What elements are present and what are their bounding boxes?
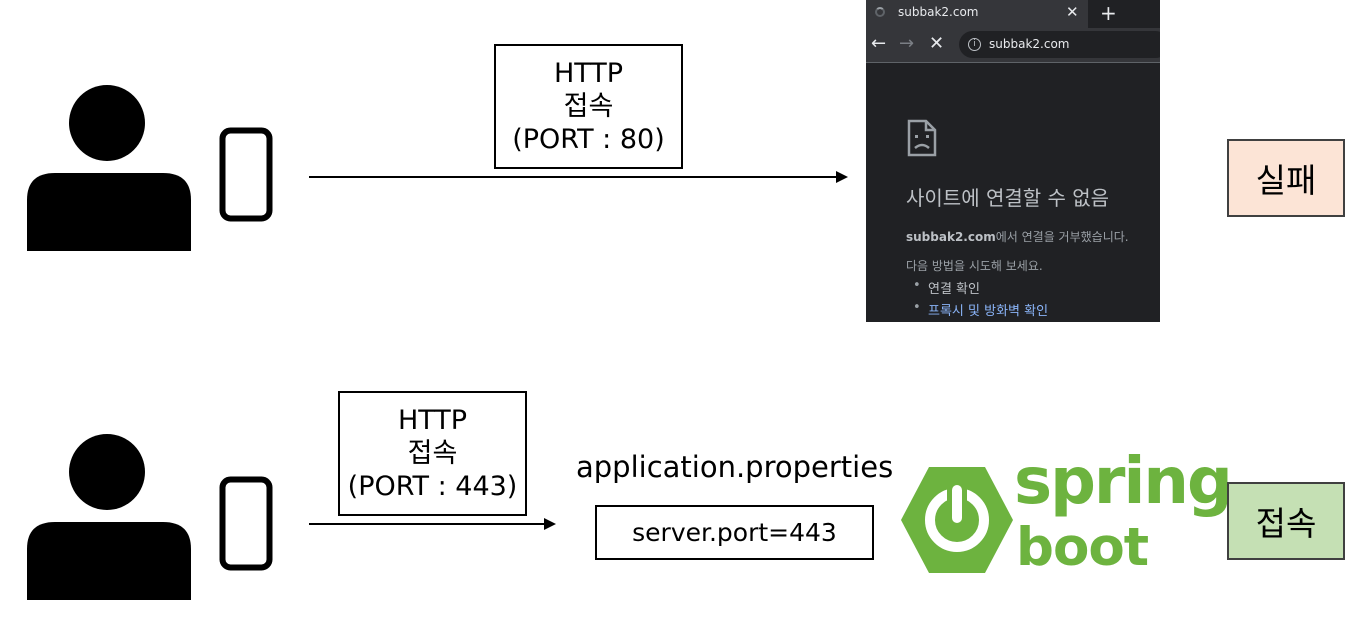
user-icon-bottom — [27, 434, 191, 604]
suggestion-check-proxy-link[interactable]: 프록시 및 방화벽 확인 — [913, 300, 1048, 319]
error-detail: 에서 연결을 거부했습니다. — [995, 230, 1129, 244]
tab-title: subbak2.com — [898, 5, 979, 19]
config-value-box: server.port=443 — [595, 505, 874, 560]
error-title: 사이트에 연결할 수 없음 — [906, 186, 1110, 210]
stop-loading-icon[interactable]: ✕ — [929, 33, 945, 54]
url-text: subbak2.com — [989, 37, 1070, 51]
phone-icon-bottom — [219, 476, 273, 575]
error-detail-line: subbak2.com에서 연결을 거부했습니다. — [906, 228, 1129, 245]
tab-strip: subbak2.com ✕ + — [866, 0, 1160, 28]
browser-error-screenshot: subbak2.com ✕ + ← → ✕ i subbak2.com 사이트에… — [866, 0, 1160, 322]
error-domain: subbak2.com — [906, 230, 996, 244]
result-success-box: 접속 — [1227, 482, 1345, 560]
power-icon — [901, 467, 1013, 573]
http-port-80-box: HTTP 접속 (PORT : 80) — [494, 44, 683, 169]
error-suggest: 다음 방법을 시도해 보세요. — [906, 259, 1043, 273]
http-port-443-box: HTTP 접속 (PORT : 443) — [338, 391, 527, 516]
spring-word: spring — [1014, 445, 1233, 519]
close-tab-icon[interactable]: ✕ — [1066, 3, 1079, 21]
browser-tab[interactable]: subbak2.com ✕ — [866, 0, 1088, 28]
protocol-label: HTTP — [397, 405, 468, 436]
result-fail-box: 실패 — [1227, 139, 1345, 217]
user-icon-top — [27, 85, 191, 255]
spring-boot-logo: spring boot — [900, 445, 1233, 583]
connect-label: 접속 — [407, 438, 458, 469]
phone-icon-top — [219, 127, 273, 226]
protocol-label: HTTP — [553, 58, 624, 89]
address-bar[interactable]: i subbak2.com — [959, 31, 1160, 58]
forward-arrow-icon[interactable]: → — [899, 33, 915, 54]
config-value: server.port=443 — [632, 518, 837, 547]
loading-spinner-icon — [875, 7, 885, 17]
suggestion-check-connection: 연결 확인 — [913, 278, 980, 297]
connect-label: 접속 — [563, 91, 614, 122]
port-label: (PORT : 443) — [347, 471, 518, 502]
boot-word: boot — [1016, 517, 1149, 578]
config-file-label: application.properties — [576, 450, 894, 484]
browser-toolbar: ← → ✕ i subbak2.com — [866, 28, 1160, 63]
back-arrow-icon[interactable]: ← — [871, 33, 887, 54]
info-icon[interactable]: i — [968, 38, 981, 51]
new-tab-icon[interactable]: + — [1100, 1, 1117, 25]
port-label: (PORT : 80) — [512, 124, 665, 155]
sad-page-icon — [906, 118, 938, 162]
